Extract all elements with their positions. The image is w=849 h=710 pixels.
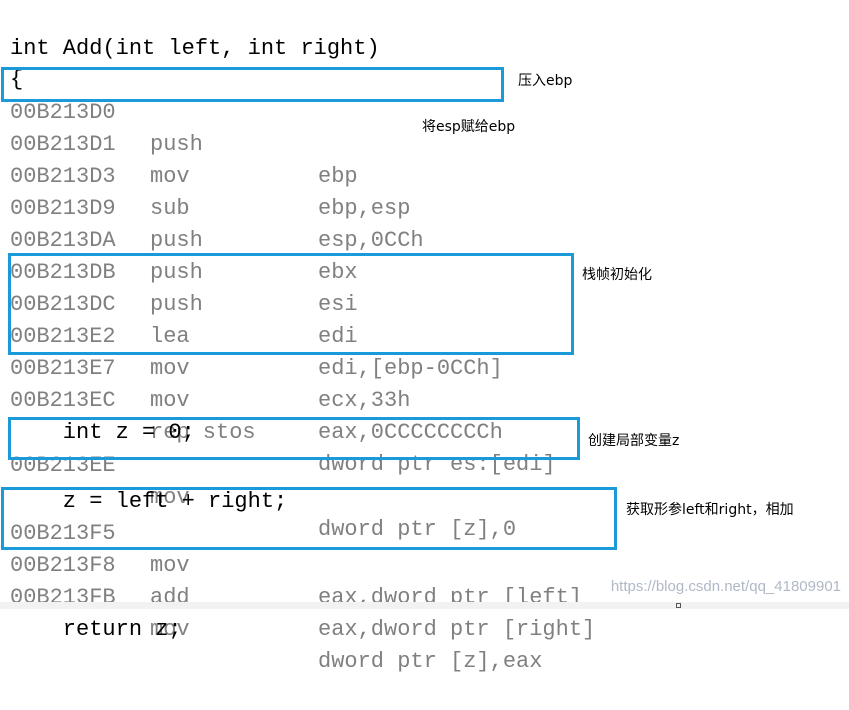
asm-opcode: push: [150, 228, 203, 253]
annotation-push-ebp: 压入ebp: [518, 73, 573, 89]
asm-operand: dword ptr es:[edi]: [318, 452, 556, 477]
asm-line: 00B213D0 push ebp: [0, 65, 358, 189]
watermark-url: https://blog.csdn.net/qq_41809901: [610, 578, 841, 595]
asm-operand: edi,[ebp-0CCh]: [318, 356, 503, 381]
bottom-strip: [0, 602, 849, 609]
source-statement: return z;: [10, 617, 182, 642]
asm-opcode: lea: [150, 324, 190, 349]
asm-address: 00B213E2: [10, 324, 116, 349]
asm-address: 00B213DC: [10, 292, 116, 317]
asm-operand: dword ptr [z],eax: [318, 649, 543, 674]
asm-line: 00B213DC lea edi,[ebp-0CCh]: [0, 257, 503, 381]
asm-line: 00B213D3 sub esp,0CCh: [0, 129, 424, 253]
asm-line: 00B213EC rep stos dword ptr es:[edi]: [0, 353, 556, 477]
source-statement: z = left + right;: [10, 489, 288, 514]
asm-opcode: sub: [150, 196, 190, 221]
asm-address: 00B213F5: [10, 521, 116, 546]
asm-operand: eax,dword ptr [left]: [318, 585, 583, 610]
open-brace: {: [10, 67, 24, 92]
asm-address: 00B213D1: [10, 132, 116, 157]
asm-line: 00B213D1 mov ebp,esp: [0, 97, 410, 221]
asm-line: 00B213E7 mov eax,0CCCCCCCCh: [0, 321, 503, 445]
asm-opcode: rep stos: [150, 420, 256, 445]
asm-address: 00B213EC: [10, 388, 116, 413]
highlight-box-frame-init: [8, 253, 574, 355]
asm-line: 00B213DB push edi: [0, 225, 358, 349]
asm-opcode: push: [150, 260, 203, 285]
asm-opcode: mov: [150, 356, 190, 381]
source-line-return: return z;: [0, 582, 182, 642]
source-statement: int z = 0;: [10, 420, 195, 445]
asm-line: 00B213DA push esi: [0, 193, 358, 317]
annotation-create-z: 创建局部变量z: [588, 433, 680, 449]
asm-opcode: mov: [150, 553, 190, 578]
annotation-mov-ebp-esp: 将esp赋给ebp: [422, 119, 516, 135]
source-line-z-decl: int z = 0;: [0, 385, 195, 445]
asm-line: 00B213E2 mov ecx,33h: [0, 289, 410, 413]
annotation-fetch-params: 获取形参left和right，相加: [626, 502, 794, 518]
asm-address: 00B213F8: [10, 553, 116, 578]
asm-address: 00B213D9: [10, 196, 116, 221]
source-line-z-assign: z = left + right;: [0, 454, 287, 514]
highlight-box-push-ebp: [1, 67, 504, 102]
asm-operand: eax,dword ptr [right]: [318, 617, 596, 642]
resize-handle-icon: [676, 603, 681, 608]
asm-address: 00B213D0: [10, 100, 116, 125]
asm-operand: ebp: [318, 164, 358, 189]
asm-address: 00B213E7: [10, 356, 116, 381]
asm-operand: dword ptr [z],0: [318, 517, 517, 542]
asm-operand: edi: [318, 324, 358, 349]
asm-operand: ebp,esp: [318, 196, 411, 221]
asm-address: 00B213DA: [10, 228, 116, 253]
highlight-box-fetch-params: [1, 487, 617, 550]
source-line-signature: int Add(int left, int right): [0, 1, 380, 61]
source-line-brace: {: [0, 32, 53, 92]
asm-operand: eax,0CCCCCCCCh: [318, 420, 503, 445]
asm-opcode: add: [150, 585, 190, 610]
asm-opcode: mov: [150, 388, 190, 413]
asm-address: 00B213D3: [10, 164, 116, 189]
asm-line: 00B213D9 push ebx: [0, 161, 358, 285]
asm-line: 00B213FB mov dword ptr [z],eax: [0, 550, 542, 674]
asm-opcode: push: [150, 132, 203, 157]
asm-address: 00B213DB: [10, 260, 116, 285]
asm-operand: ebx: [318, 260, 358, 285]
asm-operand: esi: [318, 292, 358, 317]
asm-operand: esp,0CCh: [318, 228, 424, 253]
function-signature: int Add(int left, int right): [10, 36, 380, 61]
asm-operand: ecx,33h: [318, 388, 411, 413]
highlight-box-create-z: [8, 417, 580, 460]
asm-opcode: mov: [150, 164, 190, 189]
asm-opcode: push: [150, 292, 203, 317]
annotation-frame-init: 栈帧初始化: [582, 267, 652, 283]
